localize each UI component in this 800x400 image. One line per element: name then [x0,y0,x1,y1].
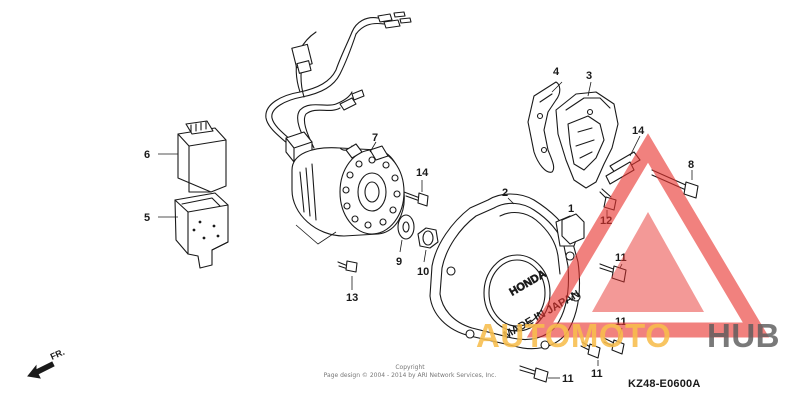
copyright-title: Copyright [395,364,425,371]
copyright-notice: Copyright Page design © 2004 - 2014 by A… [315,364,505,380]
watermark-inner-triangle [592,212,704,312]
part-6-cdi-unit[interactable] [177,120,227,193]
callout-14[interactable]: 14 [632,125,645,137]
callout-11-a[interactable]: 11 [615,252,627,264]
front-label: FR. [49,347,66,362]
callout-5[interactable]: 5 [144,212,150,224]
callout-13-upper[interactable]: 14 [416,167,429,179]
callout-13-lower[interactable]: 13 [346,292,358,304]
callout-11-d[interactable]: 11 [562,373,574,385]
callout-1[interactable]: 1 [568,203,574,215]
callout-3[interactable]: 3 [586,70,592,82]
callout-4[interactable]: 4 [553,66,560,78]
part-11-bolt-c[interactable] [580,341,601,359]
watermark-triangle-icon [526,133,770,338]
part-3-sprocket-cover[interactable] [555,91,619,189]
copyright-text: Page design © 2004 - 2014 by ARI Network… [323,372,497,379]
part-9-washer[interactable] [397,214,415,240]
callout-7[interactable]: 7 [372,132,378,144]
callout-6[interactable]: 6 [144,149,150,161]
callout-11-c[interactable]: 11 [591,368,603,380]
part-13-screw-lower[interactable] [337,260,358,273]
callout-2[interactable]: 2 [502,187,508,199]
part-4-guard-plate[interactable] [527,81,561,173]
part-11-bolt-d[interactable] [519,365,549,383]
part-5-cdi-rubber-mount[interactable] [174,192,229,269]
callout-8[interactable]: 8 [688,159,694,171]
front-direction-indicator: FR. [27,347,66,379]
callout-10[interactable]: 10 [417,266,429,278]
part-10-flange-nut[interactable] [417,227,439,249]
part-1-plug[interactable] [561,213,585,245]
front-arrow-icon [27,361,55,379]
part-13-screw-upper[interactable] [403,191,429,207]
callout-11-b[interactable]: 11 [615,316,627,328]
watermark-text-automoto: AUTOMOTO [476,317,672,354]
watermark-text-hub: HUB [707,317,780,354]
callout-9[interactable]: 9 [396,256,402,268]
part-11-bolt-b[interactable] [603,337,625,355]
watermark-logo [526,133,770,338]
part-7-alternator-stator[interactable] [265,11,412,245]
diagram-code: KZ48-E0600A [628,378,701,390]
leader-lines [158,81,693,379]
